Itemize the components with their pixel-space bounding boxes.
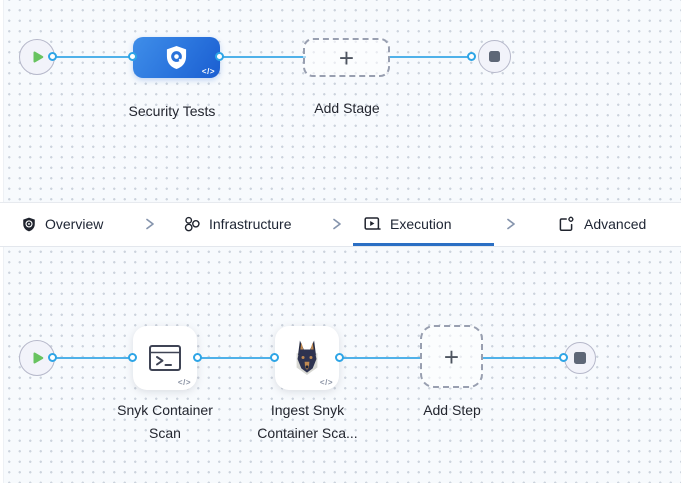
step-label-line2: Scan	[149, 425, 181, 441]
play-icon	[33, 352, 44, 364]
stage-connector-3	[388, 56, 473, 58]
code-badge: </>	[177, 378, 191, 387]
execution-play-icon	[364, 217, 381, 230]
stage-connector-2	[218, 56, 306, 58]
tab-label: Execution	[390, 216, 452, 232]
tab-execution[interactable]: Execution	[364, 203, 451, 245]
connector-dot	[215, 52, 224, 61]
stage-node-security-tests[interactable]: </>	[133, 37, 220, 78]
stage-connector-1	[42, 56, 135, 58]
plus-icon: +	[338, 42, 355, 73]
stop-icon	[489, 51, 500, 62]
tab-advanced[interactable]: Advanced	[558, 203, 646, 245]
stop-icon	[574, 352, 586, 364]
tab-label: Overview	[45, 216, 104, 232]
step-end-node	[564, 342, 596, 374]
tab-label: Advanced	[584, 216, 647, 232]
stage-label: Security Tests	[128, 103, 216, 119]
chevron-right-icon	[507, 218, 515, 230]
code-badge: </>	[201, 67, 215, 76]
step-connector-4	[481, 357, 565, 359]
add-step-label: Add Step	[423, 402, 481, 418]
code-badge: </>	[319, 378, 333, 387]
connector-dot	[193, 353, 202, 362]
terminal-icon	[149, 345, 181, 371]
chevron-right-icon	[333, 218, 341, 230]
shield-scan-icon	[166, 46, 187, 69]
tab-infrastructure[interactable]: Infrastructure	[184, 203, 291, 245]
add-stage-button[interactable]: +	[303, 38, 390, 77]
infrastructure-nodes-icon	[184, 216, 200, 232]
step-connector-3	[337, 357, 422, 359]
connector-dot	[270, 353, 279, 362]
add-stage-label: Add Stage	[314, 100, 380, 116]
connector-dot	[128, 52, 137, 61]
step-node-snyk-container-scan[interactable]: </>	[133, 326, 197, 390]
stage-end-node	[478, 40, 511, 73]
connector-dot	[48, 52, 57, 61]
shield-icon	[23, 217, 35, 231]
connector-dot	[128, 353, 137, 362]
add-step-button[interactable]: +	[420, 325, 483, 388]
advanced-page-gear-icon	[559, 216, 574, 231]
step-label-line1: Ingest Snyk	[270, 402, 345, 418]
step-label-line2: Container Sca...	[257, 425, 358, 441]
step-connector-1	[42, 357, 135, 359]
connector-dot	[335, 353, 344, 362]
chevron-right-icon	[146, 218, 154, 230]
step-connector-2	[195, 357, 277, 359]
snyk-doberman-icon	[296, 340, 318, 375]
step-node-ingest-snyk[interactable]: </>	[275, 326, 339, 390]
connector-dot	[467, 52, 476, 61]
step-label-line1: Snyk Container	[117, 402, 213, 418]
tab-overview[interactable]: Overview	[22, 203, 103, 245]
tab-label: Infrastructure	[209, 216, 292, 232]
stage-config-tab-bar: Overview Infrastructure Execution	[0, 202, 681, 247]
step-label: Ingest Snyk Container Sca...	[235, 399, 380, 445]
play-icon	[33, 51, 44, 63]
step-label: Snyk Container Scan	[100, 399, 230, 445]
active-tab-underline	[353, 243, 494, 246]
connector-dot	[48, 353, 57, 362]
connector-dot	[559, 353, 568, 362]
plus-icon: +	[443, 341, 460, 372]
